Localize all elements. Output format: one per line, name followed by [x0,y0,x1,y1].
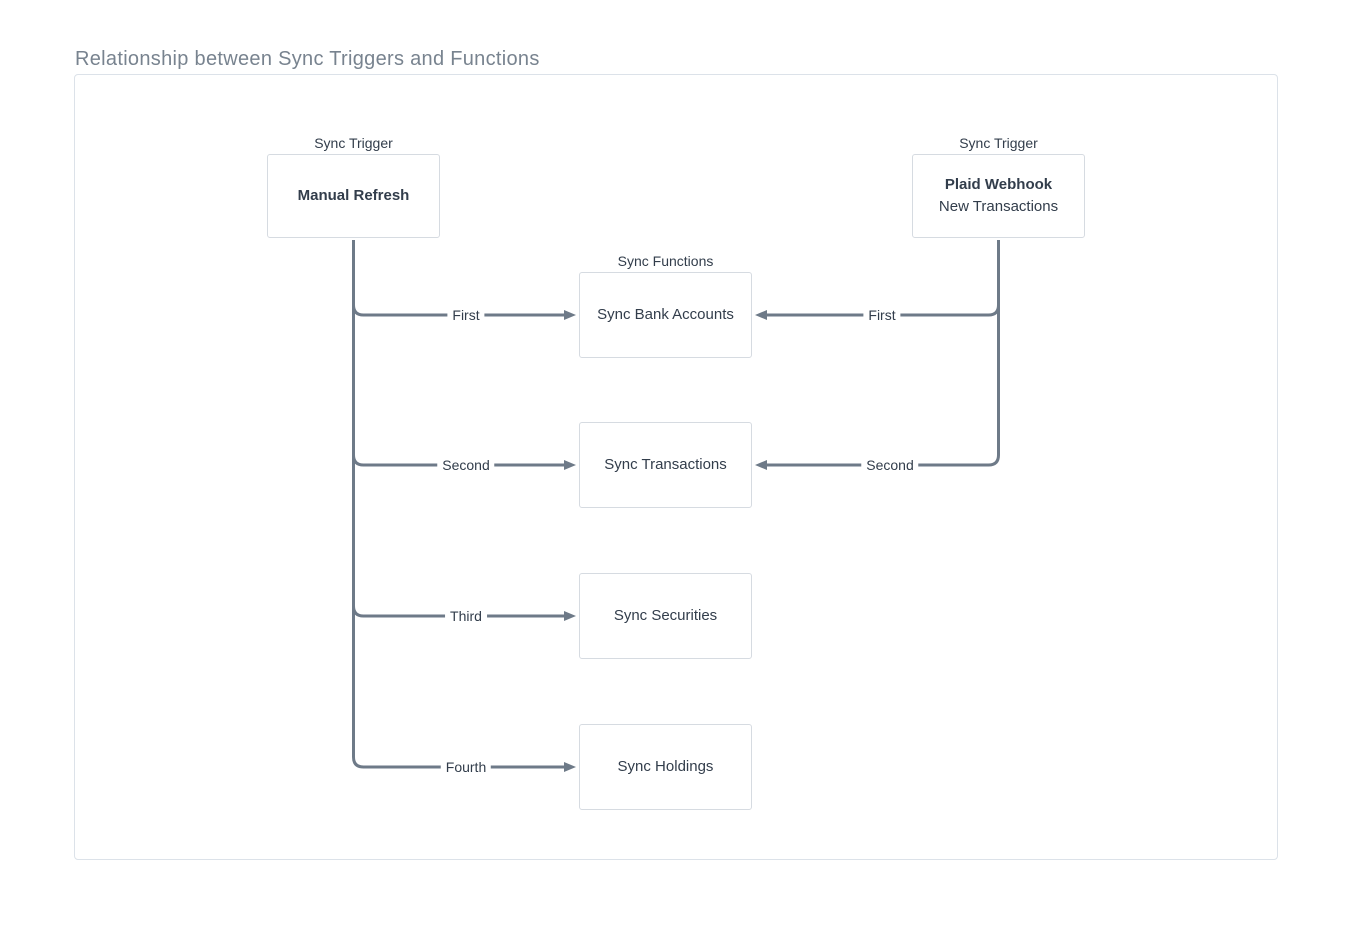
sync-trigger-label-right: Sync Trigger [959,135,1038,151]
function-title: Sync Securities [613,607,718,625]
edge-label-plaid-second: Second [861,456,919,474]
sync-functions-label: Sync Functions [617,253,714,269]
edge-label-manual-first: First [447,306,485,324]
function-node-sync-securities: Sync Securities [579,573,752,659]
sync-trigger-label-left: Sync Trigger [314,135,393,151]
trigger-node-manual-refresh: Manual Refresh [267,154,440,238]
function-title: Sync Transactions [604,456,727,474]
page-title: Relationship between Sync Triggers and F… [75,48,540,70]
function-title: Sync Bank Accounts [597,306,734,324]
edge-label-manual-third: Third [445,607,487,625]
edge-label-manual-second: Second [437,456,495,474]
function-node-sync-transactions: Sync Transactions [579,422,752,508]
function-node-sync-holdings: Sync Holdings [579,724,752,810]
edge-label-plaid-first: First [863,306,901,324]
trigger-title: Manual Refresh [297,187,410,205]
function-node-sync-bank-accounts: Sync Bank Accounts [579,272,752,358]
trigger-node-plaid-webhook: Plaid Webhook New Transactions [912,154,1085,238]
trigger-subtitle: New Transactions [938,198,1059,215]
trigger-title: Plaid Webhook [944,176,1053,194]
edge-label-manual-fourth: Fourth [440,758,492,776]
function-title: Sync Holdings [617,758,714,776]
